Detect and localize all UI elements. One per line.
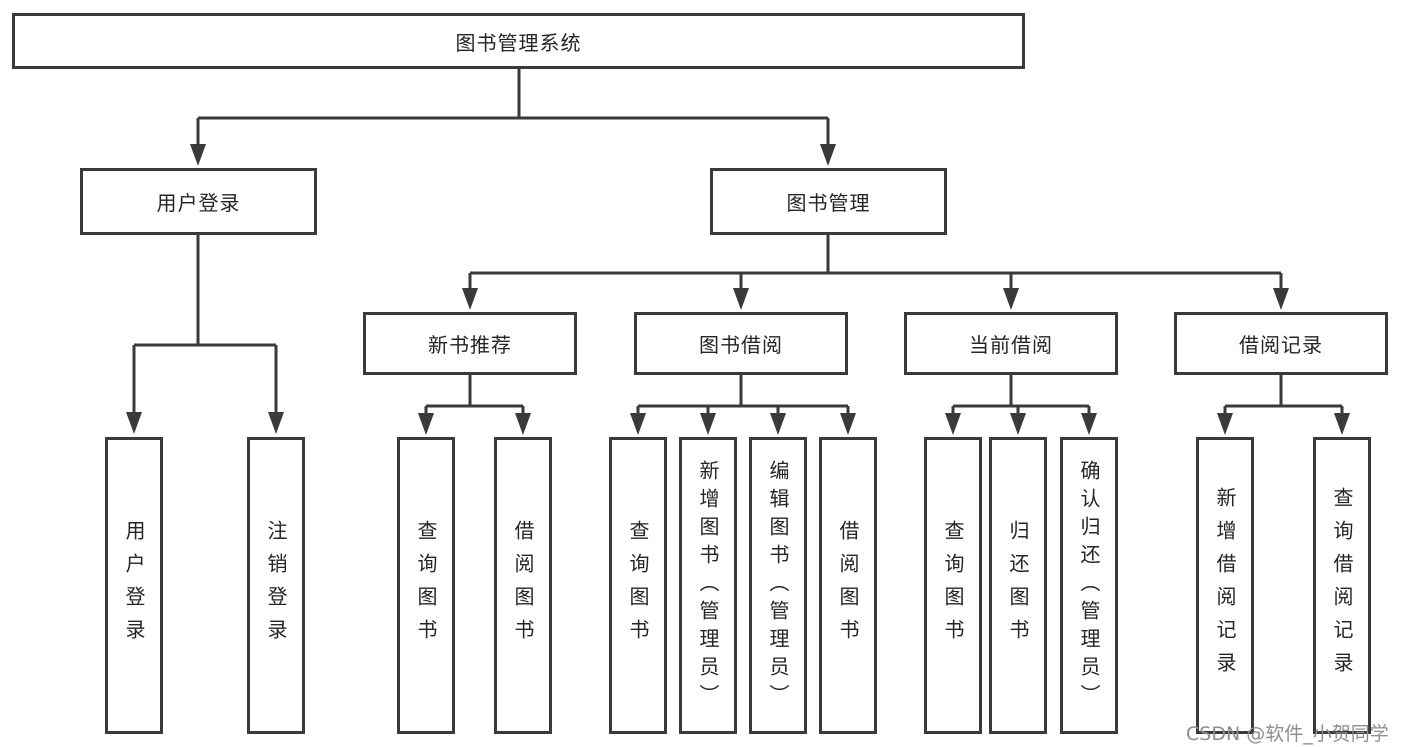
connector-borrowing-records-to-leaves (1217, 375, 1350, 435)
arrowhead-down-icon (630, 413, 646, 435)
arrowhead-down-icon (1334, 413, 1350, 435)
node-user-login: 用户登录 (80, 168, 317, 235)
node-label: 用户登录 (156, 191, 241, 215)
leaf-borrow-books-borrowing: 借阅图书 (819, 437, 877, 734)
node-label: 新书推荐 (428, 333, 512, 357)
node-borrowing-records: 借阅记录 (1174, 312, 1388, 375)
leaf-query-borrow-record: 查询借阅记录 (1313, 437, 1371, 734)
arrowhead-down-icon (418, 413, 434, 435)
connector-user-login-to-leaves (126, 235, 284, 434)
node-label: 查询图书 (941, 519, 965, 652)
node-label: 查询图书 (626, 519, 650, 652)
arrowhead-down-icon (462, 288, 478, 310)
node-label: 新增借阅记录 (1213, 486, 1237, 685)
node-label: 图书借阅 (699, 333, 783, 357)
arrowhead-down-icon (945, 413, 961, 435)
node-label: 借阅记录 (1239, 333, 1323, 357)
leaf-add-borrow-record: 新增借阅记录 (1196, 437, 1254, 734)
leaf-add-books-admin: 新增图书（管理员） (679, 437, 737, 734)
arrowhead-down-icon (515, 413, 531, 435)
arrowhead-down-icon (1003, 288, 1019, 310)
node-root-system: 图书管理系统 (12, 13, 1025, 69)
arrowhead-down-icon (1081, 413, 1097, 435)
node-label: 图书管理系统 (455, 30, 582, 55)
node-label: 注销登录 (264, 519, 288, 652)
node-label: 查询借阅记录 (1330, 486, 1354, 685)
connector-book-management-to-level3 (462, 235, 1289, 310)
leaf-query-books-recommend: 查询图书 (397, 437, 455, 734)
arrowhead-down-icon (733, 288, 749, 310)
connector-current-borrowing-to-leaves (945, 375, 1097, 435)
arrowhead-down-icon (190, 144, 206, 166)
connector-new-book-recommend-to-leaves (418, 375, 531, 435)
leaf-confirm-return-admin: 确认归还（管理员） (1060, 437, 1118, 734)
arrowhead-down-icon (1010, 413, 1026, 435)
connector-book-borrowing-to-leaves (630, 375, 856, 435)
leaf-return-books: 归还图书 (989, 437, 1047, 734)
connector-root-to-level2 (190, 69, 836, 166)
arrowhead-down-icon (770, 413, 786, 435)
node-current-borrowing: 当前借阅 (904, 312, 1118, 375)
leaf-logout: 注销登录 (247, 437, 305, 734)
leaf-user-login: 用户登录 (105, 437, 163, 734)
arrowhead-down-icon (268, 412, 284, 434)
node-label: 编辑图书（管理员） (766, 459, 790, 712)
node-label: 借阅图书 (836, 519, 860, 652)
node-label: 归还图书 (1006, 519, 1030, 652)
arrowhead-down-icon (700, 413, 716, 435)
node-label: 新增图书（管理员） (696, 459, 720, 712)
node-label: 确认归还（管理员） (1077, 459, 1101, 712)
node-label: 用户登录 (122, 519, 146, 652)
node-label: 借阅图书 (511, 519, 535, 652)
leaf-edit-books-admin: 编辑图书（管理员） (749, 437, 807, 734)
arrowhead-down-icon (1217, 413, 1233, 435)
leaf-query-books-borrowing: 查询图书 (609, 437, 667, 734)
node-new-book-recommend: 新书推荐 (363, 312, 577, 375)
leaf-borrow-books-recommend: 借阅图书 (494, 437, 552, 734)
node-book-management: 图书管理 (710, 168, 947, 235)
csdn-watermark: CSDN @软件_小贺同学 (1186, 723, 1389, 745)
arrowhead-down-icon (820, 144, 836, 166)
arrowhead-down-icon (840, 413, 856, 435)
node-label: 查询图书 (414, 519, 438, 652)
arrowhead-down-icon (1273, 288, 1289, 310)
node-label: 图书管理 (786, 191, 871, 215)
arrowhead-down-icon (126, 412, 142, 434)
node-label: 当前借阅 (969, 333, 1053, 357)
node-book-borrowing: 图书借阅 (634, 312, 848, 375)
leaf-query-books-current: 查询图书 (924, 437, 982, 734)
